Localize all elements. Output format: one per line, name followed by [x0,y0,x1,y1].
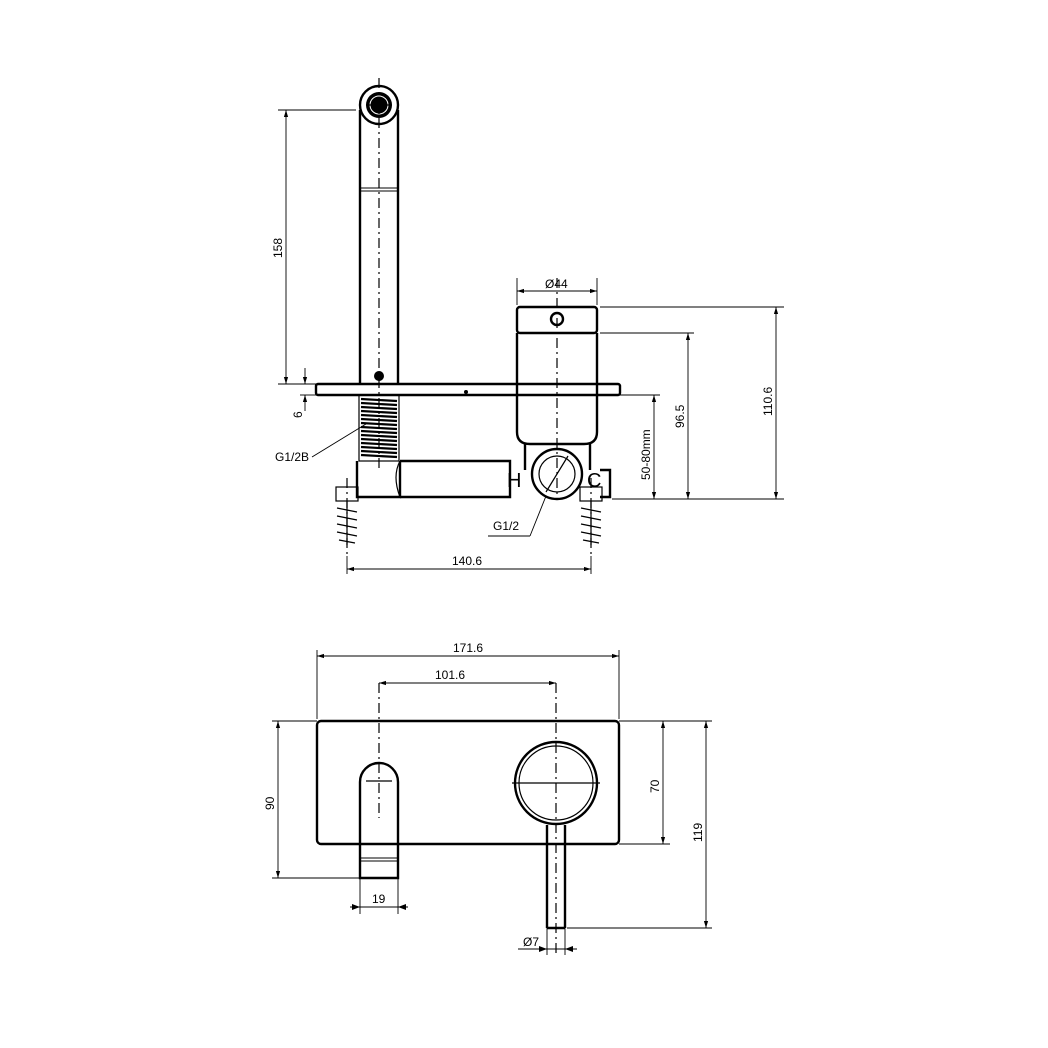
svg-text:119: 119 [691,823,705,842]
dim-width: 140.6 [346,554,592,574]
svg-text:110.6: 110.6 [761,387,775,416]
thread-line [360,453,398,459]
dim-handle-height: 70 [619,720,670,845]
thread-line [360,425,398,431]
thread-line [360,441,398,447]
thread-line [360,417,398,423]
dim-plate-thickness: 6 [291,368,316,418]
dim-lever-total: 119 [567,720,712,929]
svg-text:140.6: 140.6 [452,554,482,568]
thread-line [360,413,398,419]
thread-line [360,401,398,407]
dim-spout-height: 158 [271,109,356,385]
dim-plate-width: 171.6 [316,641,620,719]
svg-text:96.5: 96.5 [673,404,687,428]
wall-anchor-left [335,478,359,556]
dim-center-distance: 101.6 [379,668,556,686]
svg-text:171.6: 171.6 [453,641,483,655]
handle-front [512,683,600,954]
svg-text:90: 90 [263,796,277,810]
dim-inner-height: 96.5 [600,332,694,499]
hot-label: H [507,470,521,492]
dim-depth-range: 50-80mm [620,394,660,499]
svg-text:158: 158 [271,238,285,258]
dim-plate-height: 90 [263,720,360,879]
dim-thread-spout: G1/2B [275,423,367,464]
thread-line [360,437,398,443]
thread-line [360,433,398,439]
svg-text:Ø7: Ø7 [523,935,539,949]
svg-text:19: 19 [372,892,386,906]
spout-tube [358,78,400,470]
handle-column [515,278,599,500]
spout-base-dot [374,371,384,381]
svg-text:70: 70 [648,779,662,793]
dim-handle-diameter: Ø44 [516,277,598,305]
svg-text:6: 6 [291,411,305,418]
front-view: 171.6 101.6 90 70 119 [263,641,712,955]
wall-anchor-right [579,478,603,556]
svg-text:Ø44: Ø44 [545,277,568,291]
thread-line [360,409,398,415]
svg-text:G1/2B: G1/2B [275,450,309,464]
side-view: H C 158 6 [271,78,784,574]
thread-line [360,397,398,403]
lever-front [545,825,567,930]
svg-text:50-80mm: 50-80mm [639,429,653,480]
thread-line [360,405,398,411]
svg-text:G1/2: G1/2 [493,519,519,533]
spout-front [358,683,400,880]
valve-body [355,444,612,499]
thread-line [360,445,398,451]
svg-text:101.6: 101.6 [435,668,465,682]
thread-line [360,429,398,435]
dim-thread-inlet: G1/2 [488,495,547,537]
dim-lever-diameter: Ø7 [518,928,577,955]
thread-line [360,421,398,427]
cold-label: C [587,470,601,492]
dim-total-height: 110.6 [600,306,784,500]
inlet-fitting: H C [507,447,601,501]
threaded-connector [358,394,400,462]
thread-line [360,449,398,455]
wall-plate-side [314,382,622,397]
dim-spout-width: 19 [350,878,408,914]
